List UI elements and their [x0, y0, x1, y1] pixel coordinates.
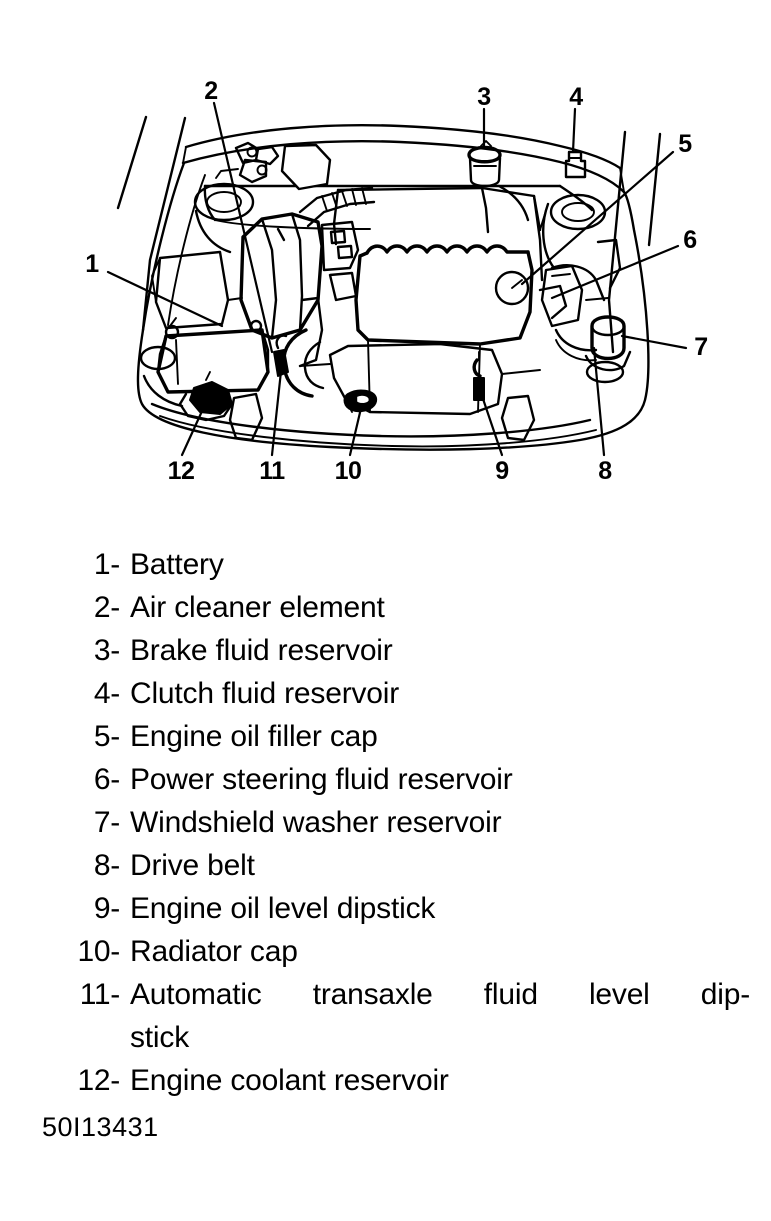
callout-number-11: 11 [259, 457, 285, 485]
legend-item: 8- Drive belt [0, 844, 771, 887]
callout-numbers: 1 2 3 4 5 6 7 8 9 10 11 12 [85, 77, 708, 485]
engine-oil-filler-cap [494, 270, 530, 306]
legend-number: 5- [93, 720, 120, 753]
brake-fluid-reservoir [467, 140, 502, 188]
intake-plenum [320, 220, 360, 302]
callout-number-12: 12 [168, 457, 195, 485]
wiper-bracket-assembly [215, 141, 280, 184]
legend-label: Radiator cap [130, 935, 298, 968]
callout-number-5: 5 [678, 130, 692, 158]
legend-item-continuation: stick [0, 1016, 771, 1059]
legend-number: 9- [93, 892, 120, 925]
leader-11 [270, 360, 284, 457]
leader-9 [478, 388, 504, 457]
drive-belt [554, 328, 598, 362]
legend-number: 11- [79, 978, 121, 1011]
callout-leader-lines [106, 101, 688, 457]
front-apron [139, 345, 597, 448]
legend-number: 3- [93, 634, 120, 667]
legend-item: 10- Radiator cap [0, 930, 771, 973]
legend-item: 2- Air cleaner element [0, 586, 771, 629]
legend-number: 10- [77, 935, 121, 968]
legend-number: 4- [93, 677, 120, 710]
engine-compartment-diagram: 1 2 3 4 5 6 7 8 9 10 11 12 [0, 0, 771, 500]
leader-2 [212, 101, 274, 354]
legend-item: 7- Windshield washer reservoir [0, 801, 771, 844]
radiator-cap [343, 389, 378, 413]
callout-number-8: 8 [598, 457, 612, 485]
legend-item: 3- Brake fluid reservoir [0, 629, 771, 672]
legend-number: 2- [93, 591, 120, 624]
figure-reference-code: 50I13431 [42, 1112, 159, 1142]
legend-number: 1- [93, 548, 120, 581]
legend-label: Clutch fluid reservoir [130, 677, 400, 710]
engine-valve-cover [332, 186, 544, 346]
legend-label: Drive belt [130, 849, 255, 882]
leader-6 [550, 244, 680, 300]
leader-4 [571, 107, 577, 154]
callout-number-2: 2 [204, 77, 217, 105]
clutch-fluid-reservoir [564, 150, 587, 179]
legend-label: Engine coolant reservoir [130, 1064, 449, 1097]
left-side-reservoir-box [151, 250, 230, 330]
brake-reservoir-hose [497, 184, 530, 222]
legend-number: 12- [77, 1064, 121, 1097]
legend-label: Windshield washer reservoir [130, 806, 502, 839]
legend-number: 7- [93, 806, 120, 839]
legend-label: Engine oil level dipstick [130, 892, 436, 925]
legend-label: Power steering fluid reservoir [130, 763, 513, 796]
callout-number-10: 10 [335, 457, 362, 485]
leader-5 [520, 150, 675, 286]
engine-block-lower [298, 296, 504, 416]
callout-number-4: 4 [569, 83, 583, 111]
engine-coolant-reservoir [178, 371, 234, 422]
leader-12 [180, 396, 210, 457]
callout-number-9: 9 [495, 457, 508, 485]
cowl-cover-plate [280, 143, 332, 191]
leader-8 [592, 346, 606, 457]
leader-1 [106, 270, 224, 328]
legend-label: Air cleaner element [130, 591, 385, 624]
callout-number-3: 3 [477, 83, 490, 111]
legend-label-continuation: stick [130, 1021, 190, 1054]
legend-label: Battery [130, 548, 224, 581]
legend-label: Engine oil filler cap [130, 720, 378, 753]
legend-item: 11- Automatic transaxle fluid level dip- [0, 973, 771, 1016]
component-legend-list: 1- Battery 2- Air cleaner element 3- Bra… [0, 543, 771, 1102]
legend-number: 6- [93, 763, 120, 796]
legend-item: 1- Battery [0, 543, 771, 586]
body-edge-lines-left [116, 115, 187, 332]
callout-number-6: 6 [683, 226, 696, 254]
leader-7 [620, 334, 688, 350]
radiator-hose [282, 328, 325, 398]
callout-number-7: 7 [694, 333, 707, 361]
legend-item: 6- Power steering fluid reservoir [0, 758, 771, 801]
legend-label: Automatic transaxle fluid level dip- [130, 978, 750, 1011]
leader-10 [348, 402, 364, 457]
callout-number-1: 1 [85, 250, 99, 278]
legend-number: 8- [93, 849, 120, 882]
strut-tower-left [193, 182, 255, 254]
air-cleaner-housing [239, 212, 324, 340]
legend-item: 4- Clutch fluid reservoir [0, 672, 771, 715]
legend-label: Brake fluid reservoir [130, 634, 393, 667]
hood-outline [181, 124, 626, 194]
misc-detail-lines [227, 203, 549, 413]
legend-item: 9- Engine oil level dipstick [0, 887, 771, 930]
legend-item: 12- Engine coolant reservoir [0, 1059, 771, 1102]
engine-bay-perimeter [136, 161, 650, 451]
bumper-mount-tabs [228, 392, 536, 442]
battery [156, 317, 270, 394]
legend-item: 5- Engine oil filler cap [0, 715, 771, 758]
